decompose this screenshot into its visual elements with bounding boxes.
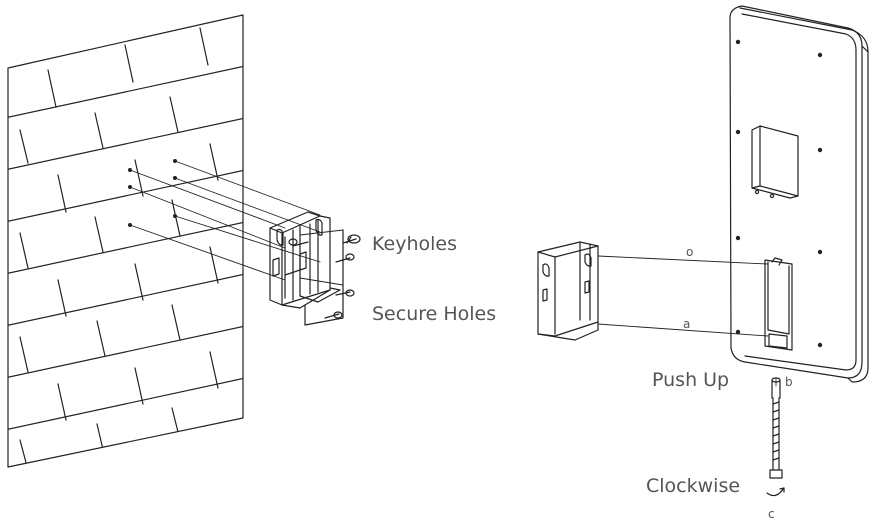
- clockwise-label: Clockwise: [646, 475, 740, 497]
- screw-head-1: [347, 234, 361, 244]
- device-bracket: [537, 241, 599, 341]
- secure-holes-label: Secure Holes: [372, 303, 496, 325]
- device-box: [751, 125, 799, 199]
- bracket-keyhole-2: [584, 253, 592, 267]
- wall-bracket: [269, 211, 344, 326]
- marker-b: b: [785, 375, 793, 389]
- wall-outline: [7, 14, 244, 468]
- screw-head-3: [345, 289, 355, 297]
- marker-a-bottom: a: [683, 317, 690, 331]
- clockwise-arrow-icon: [766, 487, 785, 497]
- push-up-label: Push Up: [652, 369, 729, 391]
- brick-pattern: [8, 27, 243, 467]
- screw-head-4: [333, 311, 343, 319]
- keyholes-label: Keyholes: [372, 233, 457, 255]
- marker-a-top: o: [686, 245, 693, 259]
- bracket-keyhole-1: [542, 263, 550, 277]
- brick-wall: [7, 14, 244, 468]
- keyhole-right: [315, 218, 323, 236]
- device: [729, 5, 869, 383]
- marker-c: c: [768, 507, 775, 521]
- device-plate: [764, 259, 793, 351]
- device-screw-points: [735, 39, 823, 348]
- wall-holes: [128, 159, 177, 227]
- device-body: [729, 5, 863, 379]
- long-screw: [769, 377, 783, 479]
- keyhole-left: [276, 228, 284, 246]
- screws: [284, 234, 361, 319]
- wall-guide-lines: [129, 160, 344, 286]
- device-guide-lines: [597, 255, 769, 337]
- screw-head-2: [345, 253, 355, 261]
